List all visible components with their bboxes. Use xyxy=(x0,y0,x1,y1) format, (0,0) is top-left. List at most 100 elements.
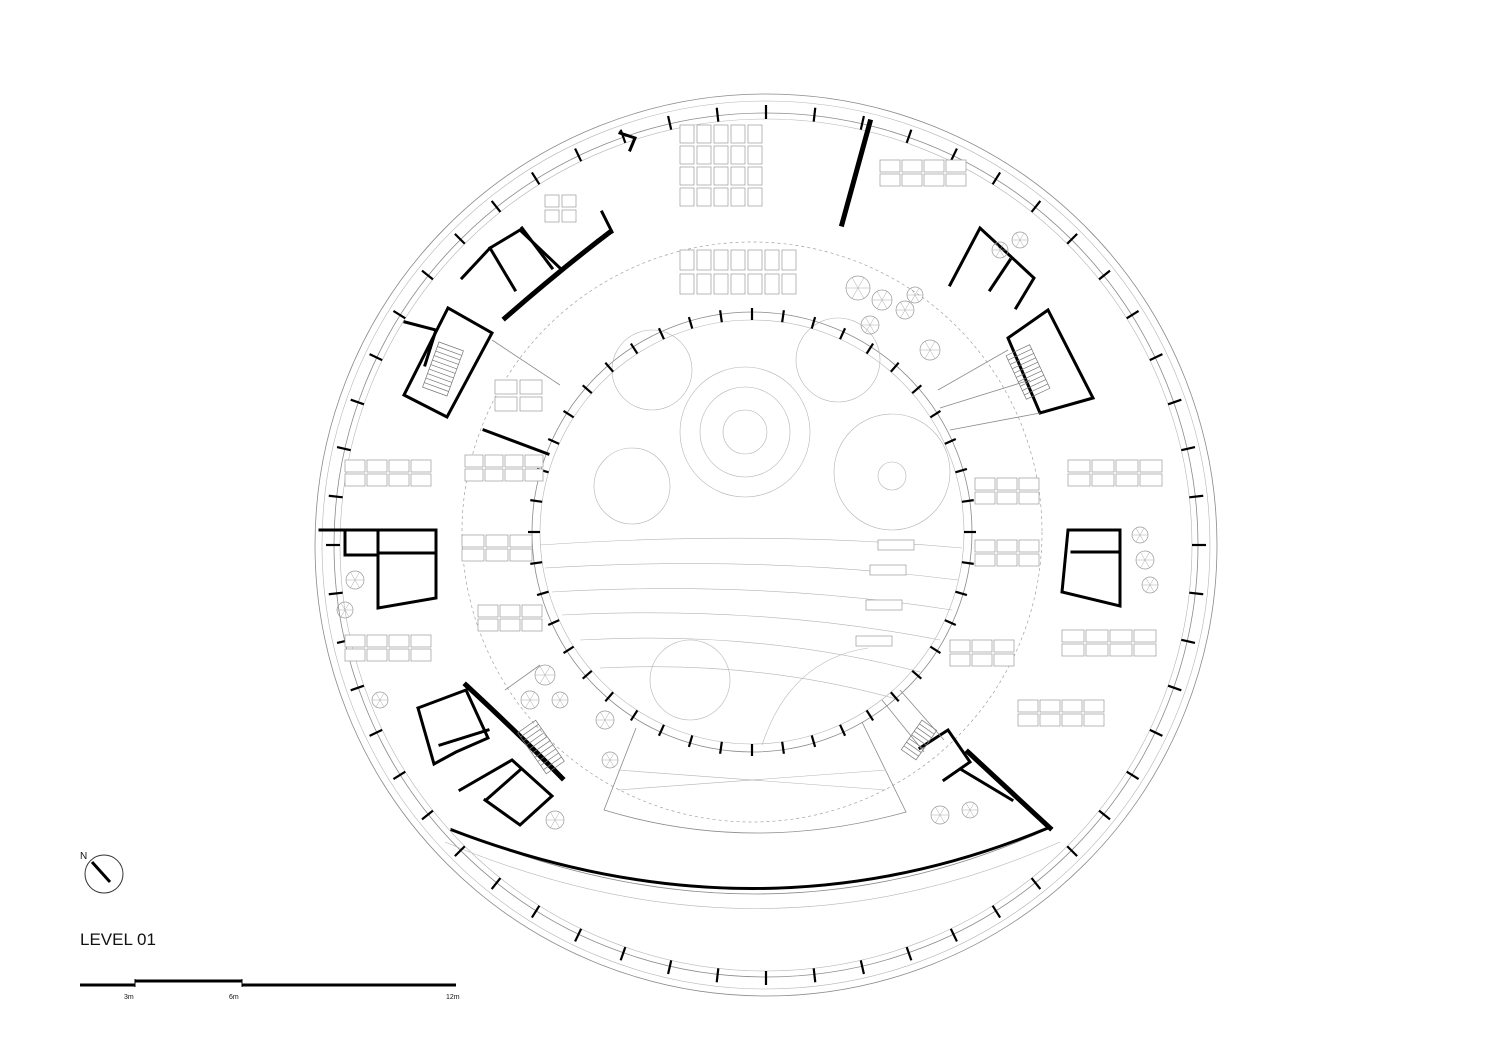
desk xyxy=(974,553,996,567)
desk xyxy=(949,653,971,667)
desk xyxy=(366,648,388,662)
mullion xyxy=(547,437,560,445)
desk xyxy=(713,145,729,165)
desk xyxy=(1115,473,1139,487)
desk xyxy=(713,249,729,271)
stair-flight xyxy=(422,341,464,397)
desk xyxy=(1091,459,1115,473)
desk xyxy=(477,618,499,632)
mullion xyxy=(530,905,541,919)
mullion xyxy=(961,561,974,565)
mullion xyxy=(421,809,434,821)
mullion xyxy=(490,200,502,213)
mullion xyxy=(944,619,957,627)
scale-bar: 3m 6m 12m xyxy=(80,979,460,1001)
tree-symbol xyxy=(871,289,893,311)
mullion xyxy=(955,590,968,597)
mullion xyxy=(328,494,343,499)
mullion xyxy=(905,946,913,961)
desk xyxy=(1091,473,1115,487)
mullion xyxy=(657,724,665,737)
mullion xyxy=(949,928,958,942)
tree-symbol xyxy=(545,810,565,830)
desk xyxy=(747,124,763,144)
tree-symbol xyxy=(961,801,979,819)
north-arrow: N xyxy=(80,851,124,894)
tree-symbol xyxy=(1141,576,1159,594)
office-furniture xyxy=(336,124,1163,830)
desk xyxy=(713,273,729,295)
desk xyxy=(524,454,544,468)
desk xyxy=(764,249,780,271)
mullion xyxy=(911,384,923,395)
mullion xyxy=(604,361,615,373)
mullion xyxy=(581,669,593,680)
mullion xyxy=(667,960,673,975)
desk xyxy=(993,639,1015,653)
mullion xyxy=(810,316,817,329)
desk xyxy=(1133,629,1157,643)
desk xyxy=(544,209,560,223)
mullion xyxy=(1030,877,1042,890)
structural-walls xyxy=(318,118,1122,834)
desk xyxy=(747,187,763,207)
desk xyxy=(996,553,1018,567)
tree-symbol xyxy=(1135,550,1155,570)
mullion xyxy=(667,115,673,130)
desk xyxy=(1083,713,1105,727)
mullion xyxy=(490,877,502,890)
tree-symbol xyxy=(930,805,950,825)
desk xyxy=(901,159,923,173)
mullion xyxy=(574,148,583,162)
desk xyxy=(901,173,923,187)
desk xyxy=(747,166,763,186)
desk xyxy=(945,159,967,173)
desk xyxy=(388,648,410,662)
mullion xyxy=(991,905,1002,919)
desk xyxy=(974,539,996,553)
desk xyxy=(484,468,504,482)
desk xyxy=(730,166,746,186)
desk xyxy=(494,379,518,395)
desk xyxy=(696,273,712,295)
mullion xyxy=(781,310,785,323)
desk xyxy=(971,653,993,667)
mullion xyxy=(581,384,593,395)
desk xyxy=(696,166,712,186)
mullion xyxy=(889,361,900,373)
mullion xyxy=(369,728,383,737)
desk xyxy=(747,145,763,165)
desk xyxy=(1139,473,1163,487)
desk xyxy=(344,648,366,662)
desk xyxy=(923,159,945,173)
mullion xyxy=(336,446,351,452)
mullion xyxy=(859,115,865,130)
desk xyxy=(464,454,484,468)
desk xyxy=(949,639,971,653)
desk xyxy=(996,491,1018,505)
desk xyxy=(1085,643,1109,657)
mullion xyxy=(350,684,365,692)
desk xyxy=(499,604,521,618)
tree-symbol xyxy=(534,664,556,686)
desk xyxy=(713,124,729,144)
mullion xyxy=(1066,845,1078,857)
desk xyxy=(923,173,945,187)
desk xyxy=(696,187,712,207)
desk xyxy=(1017,713,1039,727)
desk xyxy=(410,648,432,662)
tree-symbol xyxy=(895,300,915,320)
scale-tick-12m: 12m xyxy=(446,994,460,1001)
desk xyxy=(524,468,544,482)
desk xyxy=(679,145,695,165)
mullion xyxy=(911,669,923,680)
stair-flight xyxy=(1005,344,1051,400)
north-label: N xyxy=(80,851,87,862)
tree-symbol xyxy=(345,570,365,590)
mullion xyxy=(1167,398,1182,406)
mullion xyxy=(530,499,543,503)
mullion xyxy=(454,233,466,245)
desk xyxy=(1018,491,1040,505)
stair-flight xyxy=(517,719,565,775)
mullion xyxy=(1167,684,1182,692)
